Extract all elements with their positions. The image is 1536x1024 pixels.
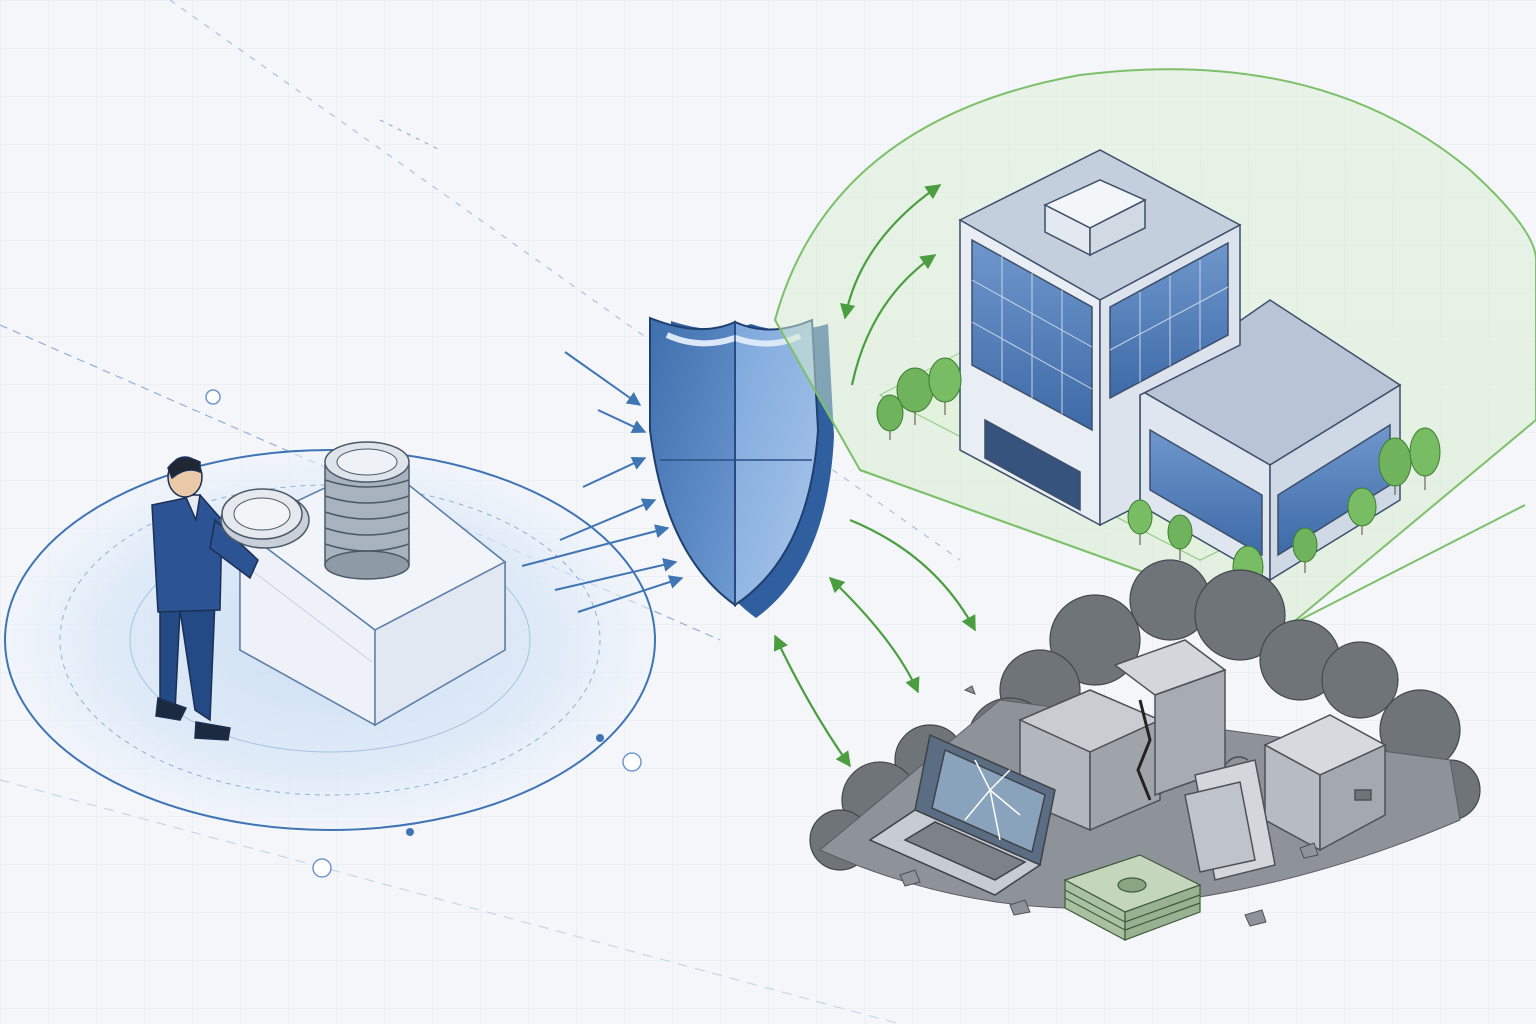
safe-box-icon (1263, 714, 1387, 852)
shield-icon (649, 316, 834, 618)
briefcase-icon (1184, 756, 1276, 881)
broken-laptop-icon (868, 733, 1056, 896)
office-building-icon (958, 149, 1402, 582)
held-coin-icon (220, 488, 310, 549)
businessman-icon (151, 456, 259, 741)
cracked-rubble-icon (809, 559, 1481, 941)
risk-arrows (521, 351, 684, 613)
protection-arrows (773, 184, 976, 768)
cash-bundle-icon (1063, 854, 1202, 941)
coin-stack-icon (324, 441, 410, 580)
